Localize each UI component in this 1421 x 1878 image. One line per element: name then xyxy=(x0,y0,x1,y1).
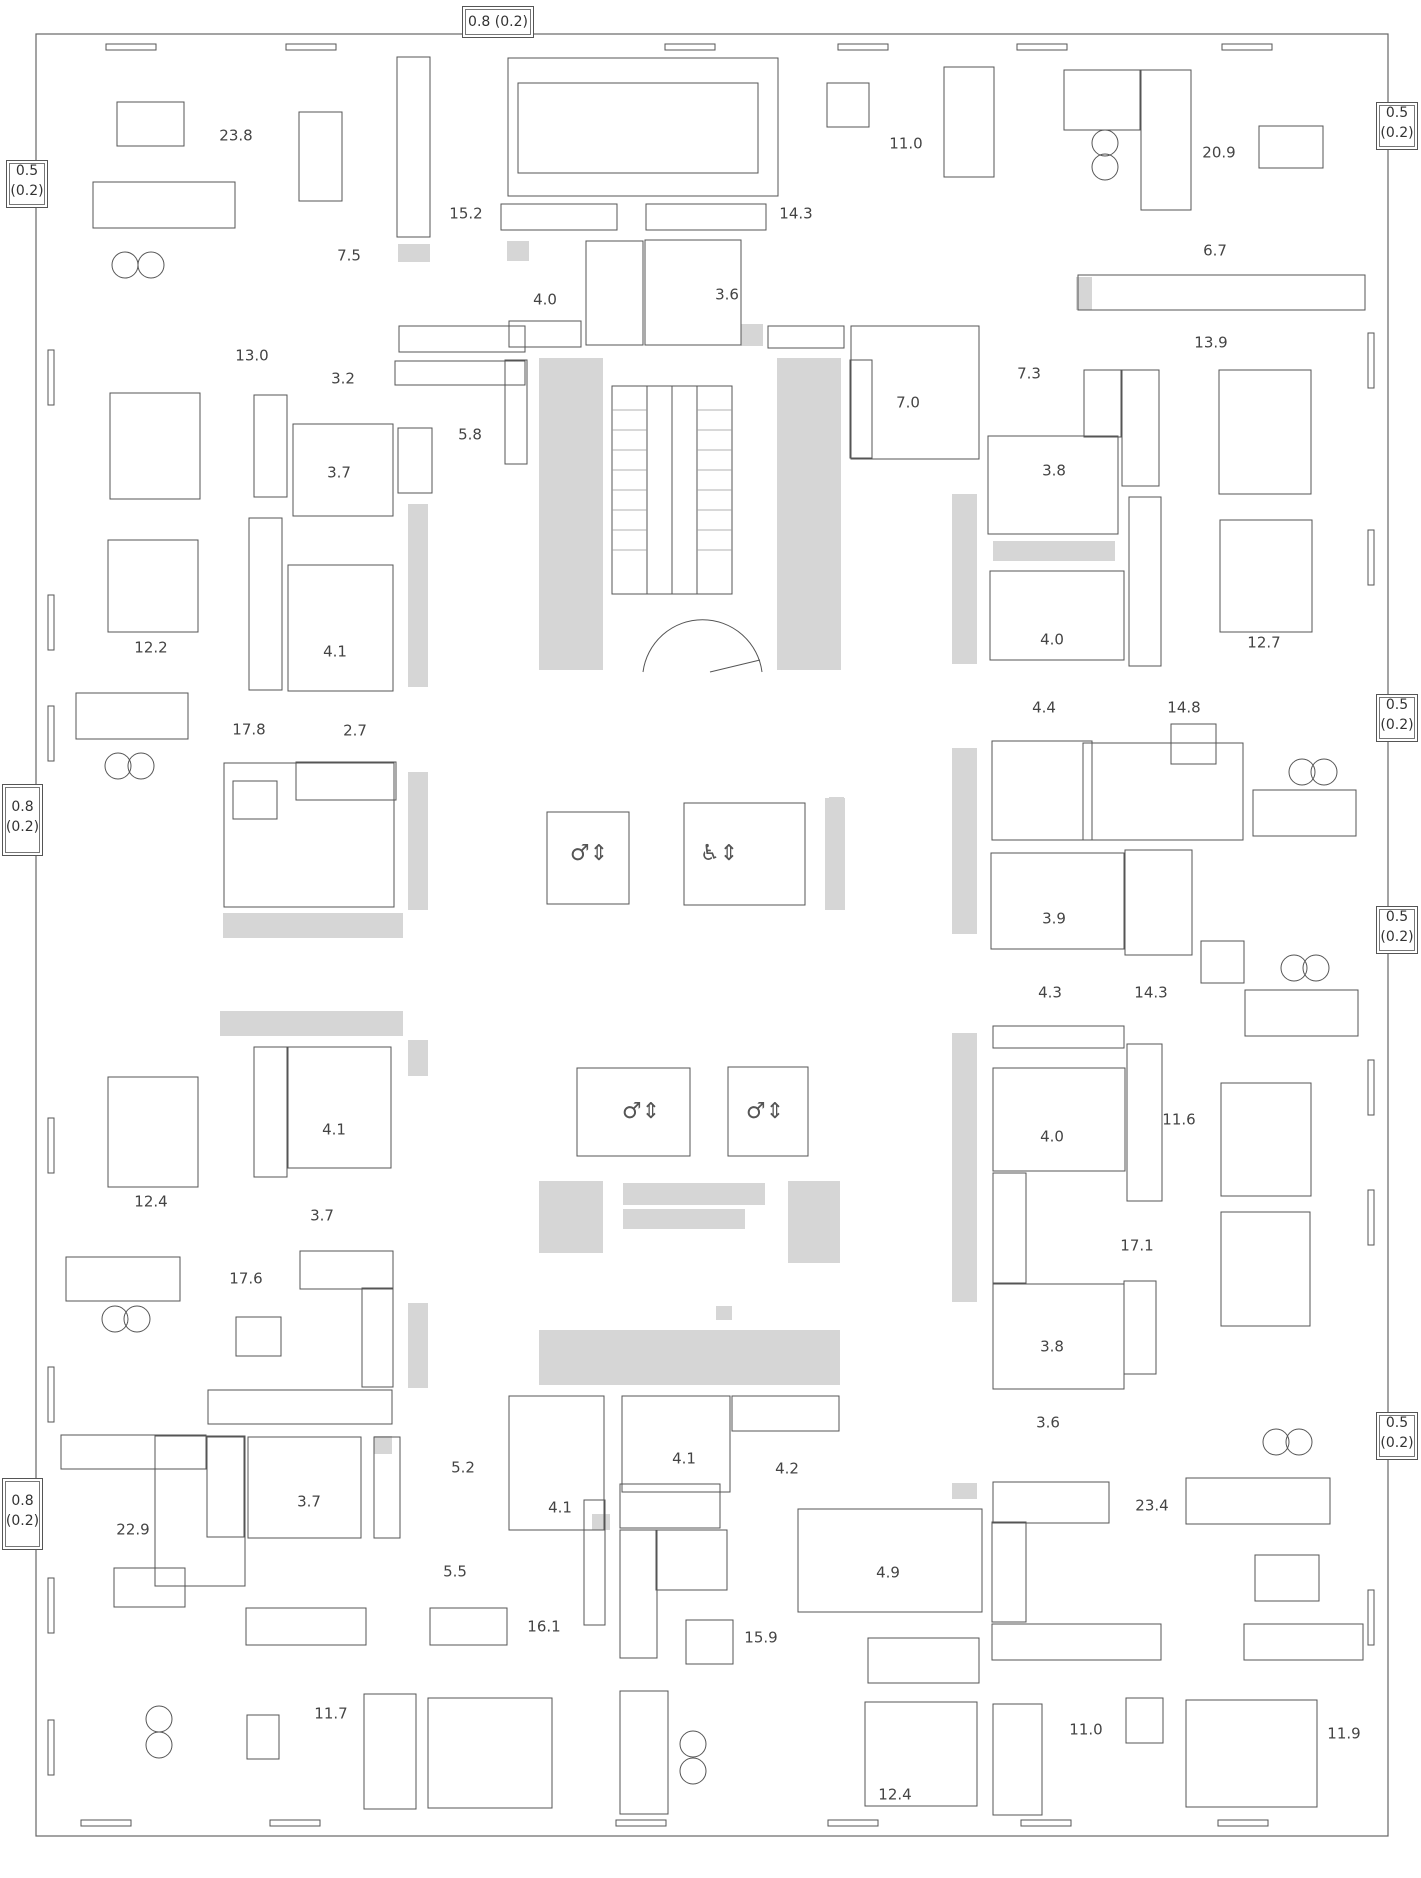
room-area-label: 2.7 xyxy=(343,722,367,740)
loggia-tag-right-2: 0.5 (0.2) xyxy=(1376,694,1418,742)
room-area-label: 15.2 xyxy=(449,205,482,223)
room-area-label: 17.6 xyxy=(229,1270,262,1288)
windows xyxy=(47,43,1375,1827)
room-area-label: 4.1 xyxy=(672,1450,696,1468)
loggia-tag-text: 0.8 (0.2) xyxy=(468,14,528,30)
room-area-label: 12.2 xyxy=(134,639,167,657)
room-area-label: 4.4 xyxy=(1032,699,1056,717)
loggia-tag-line: 0.8 xyxy=(11,799,34,815)
room-area-label: 4.9 xyxy=(876,1564,900,1582)
loggia-tag-line: 0.5 xyxy=(1385,697,1409,713)
room-area-label: 11.9 xyxy=(1327,1725,1360,1743)
loggia-tag-line: (0.2) xyxy=(1380,717,1414,733)
room-area-label: 14.3 xyxy=(1134,984,1167,1002)
loggia-tag-line: 0.8 xyxy=(11,1493,34,1509)
elevators: ♂⇕ ♿⇕ ♂⇕ ♂⇕ xyxy=(546,797,844,1157)
room-area-label: 3.6 xyxy=(715,286,739,304)
partition-walls xyxy=(60,56,1366,1661)
room-area-label: 3.7 xyxy=(297,1493,321,1511)
room-area-label: 13.0 xyxy=(235,347,268,365)
loggia-tag-line: (0.2) xyxy=(1380,125,1414,141)
room-area-label: 11.7 xyxy=(314,1705,347,1723)
room-area-label: 3.2 xyxy=(331,370,355,388)
room-area-label: 23.4 xyxy=(1135,1497,1168,1515)
room-area-label: 3.9 xyxy=(1042,910,1066,928)
svg-text:♂⇕: ♂⇕ xyxy=(622,1099,660,1124)
loggia-tag-line: 0.5 xyxy=(1385,105,1409,121)
loggia-tag-left-1: 0.5 (0.2) xyxy=(6,160,48,208)
room-area-label: 23.8 xyxy=(219,127,252,145)
room-area-label: 3.8 xyxy=(1040,1338,1064,1356)
loggia-tag-line: (0.2) xyxy=(5,1513,40,1529)
room-area-label: 4.0 xyxy=(1040,631,1064,649)
room-area-label: 5.2 xyxy=(451,1459,475,1477)
room-area-label: 16.1 xyxy=(527,1618,560,1636)
structural-columns xyxy=(220,241,1115,1530)
loggia-tag-line: (0.2) xyxy=(10,183,44,199)
room-area-label: 12.4 xyxy=(134,1193,167,1211)
loggia-tag-line: 0.5 xyxy=(15,163,39,179)
loggia-tag-line: (0.2) xyxy=(1380,1435,1414,1451)
room-area-labels: 23.8 15.2 14.3 11.0 20.9 7.5 4.0 3.6 6.7 13.0 3.2 7… xyxy=(116,127,1360,1804)
loggia-tag-line: (0.2) xyxy=(5,819,40,835)
room-area-label: 7.3 xyxy=(1017,365,1041,383)
loggia-tag-right-3: 0.5 (0.2) xyxy=(1376,906,1418,954)
room-area-label: 11.0 xyxy=(1069,1721,1102,1739)
loggia-tag-top: 0.8 (0.2) xyxy=(462,6,534,38)
room-area-label: 6.7 xyxy=(1203,242,1227,260)
loggia-tag-right-1: 0.5 (0.2) xyxy=(1376,102,1418,150)
room-area-label: 14.8 xyxy=(1167,699,1200,717)
loggia-tag-line: 0.5 xyxy=(1385,909,1409,925)
room-area-label: 4.2 xyxy=(775,1460,799,1478)
room-area-label: 5.5 xyxy=(443,1563,467,1581)
loggia-tag-left-3: 0.8 (0.2) xyxy=(2,1478,43,1550)
room-area-label: 4.3 xyxy=(1038,984,1062,1002)
room-area-label: 7.0 xyxy=(896,394,920,412)
room-area-label: 17.8 xyxy=(232,721,265,739)
room-area-label: 14.3 xyxy=(779,205,812,223)
room-area-label: 12.7 xyxy=(1247,634,1280,652)
room-area-label: 17.1 xyxy=(1120,1237,1153,1255)
svg-text:♂⇕: ♂⇕ xyxy=(746,1099,784,1124)
room-area-label: 13.9 xyxy=(1194,334,1227,352)
room-area-label: 3.7 xyxy=(327,464,351,482)
room-area-label: 4.1 xyxy=(323,643,347,661)
room-area-label: 3.8 xyxy=(1042,462,1066,480)
room-area-label: 12.4 xyxy=(878,1786,911,1804)
room-area-label: 3.7 xyxy=(310,1207,334,1225)
room-area-label: 11.0 xyxy=(889,135,922,153)
room-area-label: 22.9 xyxy=(116,1521,149,1539)
room-area-label: 3.6 xyxy=(1036,1414,1060,1432)
room-area-label: 4.1 xyxy=(548,1499,572,1517)
loggia-tag-line: 0.5 xyxy=(1385,1415,1409,1431)
room-area-label: 15.9 xyxy=(744,1629,777,1647)
loggia-tag-left-2: 0.8 (0.2) xyxy=(2,784,43,856)
room-area-label: 7.5 xyxy=(337,247,361,265)
furniture xyxy=(65,66,1359,1816)
room-area-label: 20.9 xyxy=(1202,144,1235,162)
room-area-label: 11.6 xyxy=(1162,1111,1195,1129)
staircase xyxy=(611,385,763,673)
loggia-tag-right-4: 0.5 (0.2) xyxy=(1376,1412,1418,1460)
room-area-label: 4.0 xyxy=(1040,1128,1064,1146)
loggia-tag-line: (0.2) xyxy=(1380,929,1414,945)
room-area-label: 4.1 xyxy=(322,1121,346,1139)
room-area-label: 5.8 xyxy=(458,426,482,444)
svg-text:♿⇕: ♿⇕ xyxy=(700,841,738,866)
svg-text:♂⇕: ♂⇕ xyxy=(570,841,608,866)
room-area-label: 4.0 xyxy=(533,291,557,309)
